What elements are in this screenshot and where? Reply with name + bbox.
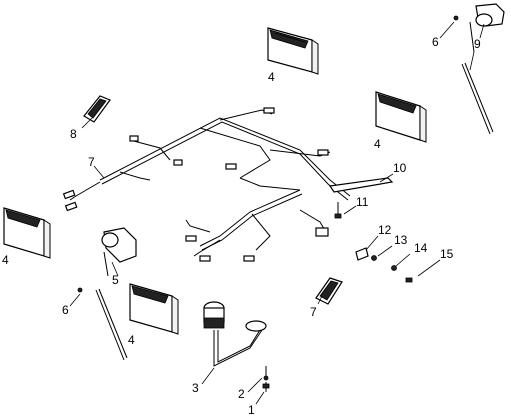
work-lamp-left [3, 207, 51, 259]
callout-6-left: 6 [62, 303, 69, 317]
hardware-parts-12-15 [355, 247, 413, 283]
work-lamp-right [375, 91, 427, 143]
screw-part-11 [334, 202, 342, 219]
work-lamp-bottom [129, 283, 179, 335]
leader-lines [69, 21, 485, 405]
callout-7-switch: 7 [310, 305, 317, 319]
callout-6-right: 6 [432, 35, 439, 49]
callout-10: 10 [393, 161, 407, 175]
callout-4-top: 4 [268, 70, 275, 84]
callout-12: 12 [378, 223, 392, 237]
callout-9: 9 [474, 37, 481, 51]
switch-part-8 [83, 95, 111, 123]
callout-11: 11 [356, 195, 369, 209]
callout-4-bottom: 4 [128, 333, 135, 347]
beacon-assembly [203, 301, 267, 367]
callout-13: 13 [394, 233, 408, 247]
switch-part-7-lower [315, 277, 343, 305]
callout-4-right: 4 [374, 137, 381, 151]
wiper-motor-right [453, 3, 505, 135]
bracket-part-10 [328, 177, 394, 193]
callout-8: 8 [70, 127, 77, 141]
callout-7-harness: 7 [88, 155, 95, 169]
callout-4-left: 4 [2, 253, 9, 267]
callout-1: 1 [248, 403, 255, 417]
callout-2: 2 [238, 387, 245, 401]
callout-3: 3 [192, 381, 199, 395]
callout-15: 15 [440, 247, 454, 261]
callout-14: 14 [414, 241, 428, 255]
work-lamp-top [267, 27, 319, 75]
wiper-motor-left [77, 227, 137, 361]
callout-labels: 4 4 4 4 6 6 9 8 7 7 10 11 12 13 14 15 5 … [2, 35, 481, 417]
callout-5: 5 [112, 273, 119, 287]
fasteners-part-1-2 [262, 366, 270, 392]
